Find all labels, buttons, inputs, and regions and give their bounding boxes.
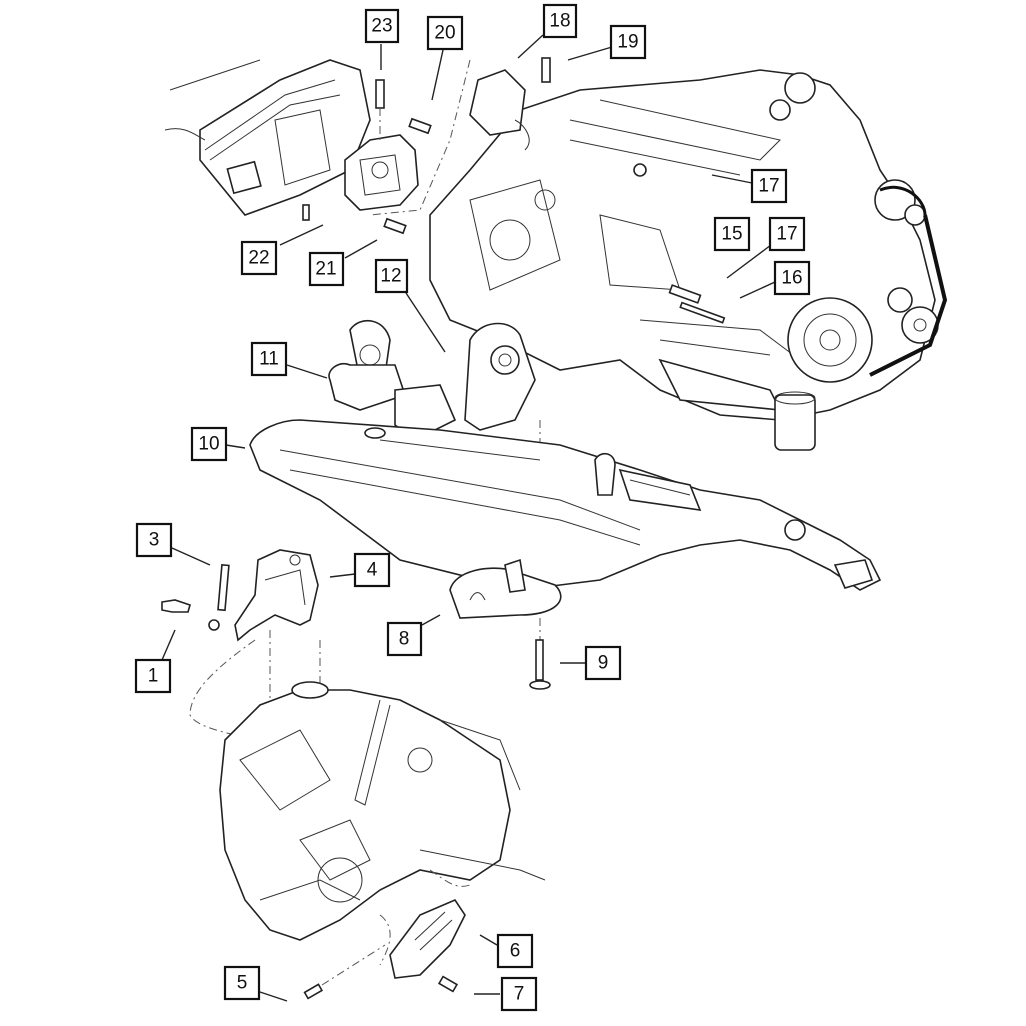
callout-label: 3 bbox=[149, 530, 160, 551]
lower-torque-mount bbox=[379, 869, 471, 979]
callout-label: 20 bbox=[434, 23, 455, 44]
callout-label: 5 bbox=[237, 973, 248, 994]
callout-23: 23 bbox=[364, 8, 400, 44]
leader-lines bbox=[161, 34, 776, 1002]
callout-21: 21 bbox=[308, 251, 345, 287]
callout-label: 15 bbox=[721, 224, 742, 245]
bolt-7 bbox=[437, 975, 459, 993]
engine-mount-right bbox=[302, 59, 471, 235]
bolt-long bbox=[529, 639, 551, 690]
callout-3: 3 bbox=[135, 522, 173, 558]
callout-18: 18 bbox=[542, 3, 578, 39]
callout-9: 9 bbox=[584, 645, 622, 681]
callout-16: 16 bbox=[773, 260, 811, 296]
transmission-bracket bbox=[161, 549, 319, 642]
callout-label: 16 bbox=[781, 268, 802, 289]
callout-22: 22 bbox=[240, 240, 278, 276]
callout-6: 6 bbox=[496, 933, 534, 969]
callout-17-upper: 17 bbox=[750, 168, 788, 204]
callout-10: 10 bbox=[190, 426, 228, 462]
engine-assembly bbox=[429, 57, 948, 451]
callout-20: 20 bbox=[426, 15, 464, 51]
callout-label: 6 bbox=[510, 941, 521, 962]
callout-label: 8 bbox=[399, 629, 410, 650]
heat-shield bbox=[449, 558, 562, 619]
callout-label: 21 bbox=[315, 259, 336, 280]
callout-5: 5 bbox=[223, 965, 261, 1001]
callout-label: 7 bbox=[514, 984, 525, 1005]
callout-17-lower: 17 bbox=[768, 216, 806, 252]
callout-label: 10 bbox=[198, 434, 219, 455]
callout-label: 17 bbox=[776, 224, 797, 245]
callout-4: 4 bbox=[353, 552, 391, 588]
callout-label: 17 bbox=[758, 176, 779, 197]
callout-1: 1 bbox=[134, 658, 172, 694]
front-crossmember bbox=[249, 419, 882, 591]
callout-8: 8 bbox=[386, 621, 423, 657]
callout-label: 18 bbox=[549, 11, 570, 32]
inner-fender-panel bbox=[164, 59, 371, 216]
callout-label: 12 bbox=[380, 266, 401, 287]
transmission-assembly bbox=[219, 681, 546, 941]
callout-12: 12 bbox=[374, 258, 409, 294]
callout-label: 1 bbox=[148, 666, 159, 687]
callout-label: 23 bbox=[371, 16, 392, 37]
callout-label: 4 bbox=[367, 560, 378, 581]
callout-7: 7 bbox=[500, 976, 538, 1012]
callout-15: 15 bbox=[713, 216, 751, 252]
callout-label: 9 bbox=[598, 653, 609, 674]
callout-label: 22 bbox=[248, 248, 269, 269]
callout-11: 11 bbox=[250, 341, 288, 377]
callout-label: 11 bbox=[259, 349, 279, 370]
callout-19: 19 bbox=[609, 24, 647, 60]
callout-label: 19 bbox=[617, 32, 638, 53]
bolt-5 bbox=[303, 944, 386, 1000]
